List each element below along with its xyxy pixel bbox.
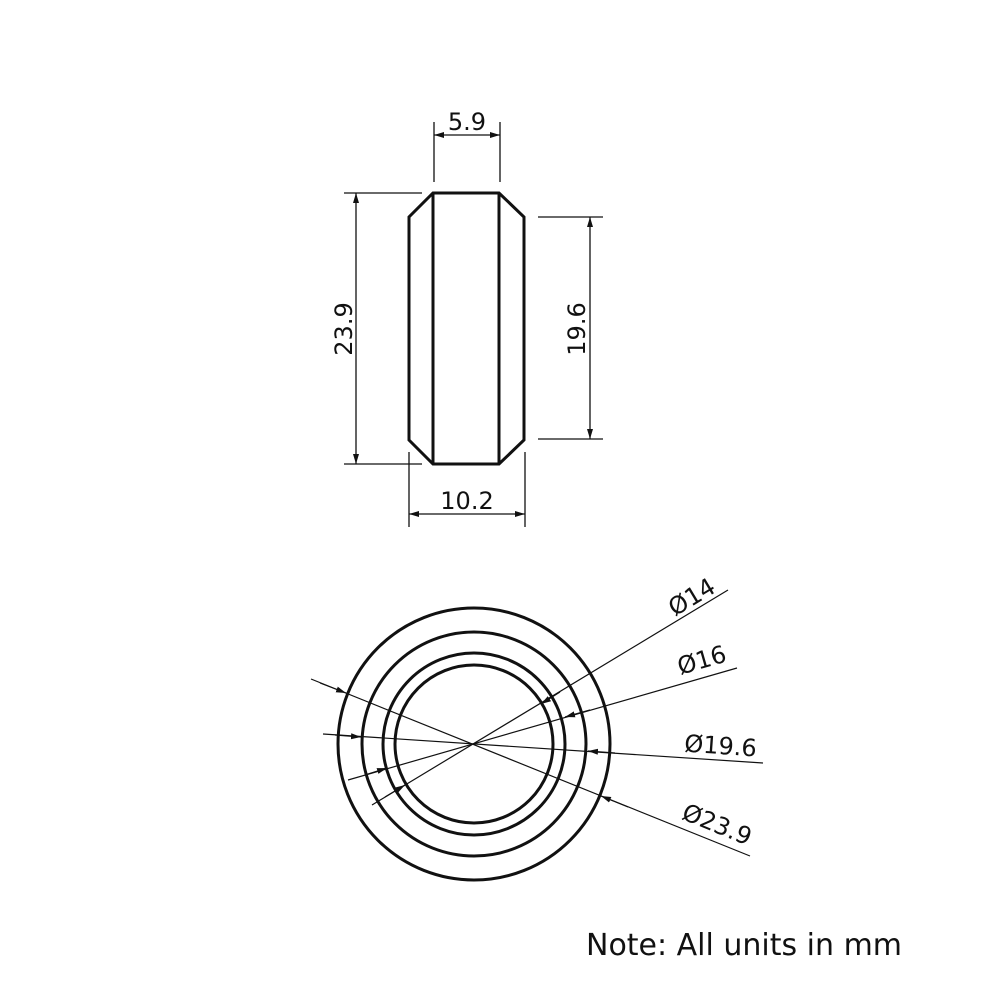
side-view [344,122,603,527]
dim-overall-width: 10.2 [440,487,493,515]
dim-d16: Ø16 [674,640,729,681]
circle-d14 [393,663,555,825]
circle-d16 [381,651,567,837]
circle-d23-9 [336,606,612,882]
dim-chamfer-height: 19.6 [563,302,591,355]
side-profile [407,191,526,466]
dim-overall-height: 23.9 [330,302,358,355]
dim-d19-6: Ø19.6 [684,730,758,763]
top-view [310,589,764,882]
dim-top-width: 5.9 [448,108,486,136]
dim-d14: Ø14 [663,572,720,621]
units-note: Note: All units in mm [586,928,903,963]
circle-d19-6 [360,630,588,858]
